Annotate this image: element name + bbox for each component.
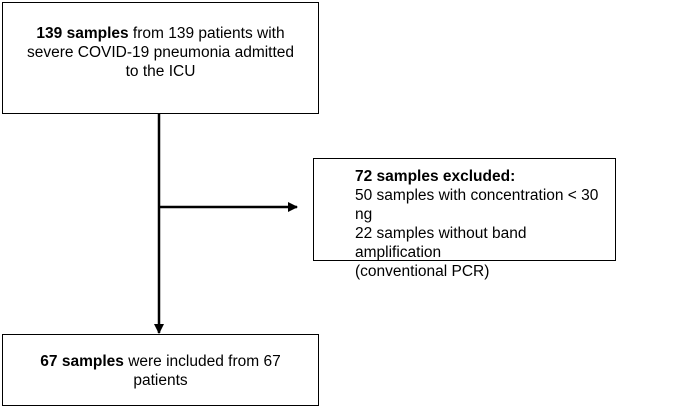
initial-samples-line-1: 139 samples from 139 patients with <box>11 24 310 43</box>
excluded-samples-box: 72 samples excluded: 50 samples with con… <box>313 158 616 280</box>
excluded-samples-title: 72 samples excluded: <box>355 167 605 186</box>
initial-samples-line-2: severe COVID-19 pneumonia admitted <box>26 44 295 61</box>
included-samples-box: 67 samples were included from 67 patient… <box>2 334 319 406</box>
excluded-reason-method: (conventional PCR) <box>355 263 490 280</box>
initial-samples-text-1: from 139 patients with <box>128 25 285 42</box>
initial-samples-line-3: to the ICU <box>125 63 196 80</box>
excluded-reason-concentration: 50 samples with concentration < 30 ng <box>355 187 599 223</box>
included-samples-text-1: were included from 67 <box>123 353 281 370</box>
included-samples-count: 67 samples <box>40 353 124 370</box>
initial-samples-count: 139 samples <box>36 25 129 42</box>
excluded-samples-count: 72 samples excluded: <box>355 168 516 185</box>
included-samples-line-1: 67 samples were included from 67 <box>11 352 310 371</box>
excluded-reason-amplification: 22 samples without band amplification <box>355 225 527 261</box>
included-samples-line-2: patients <box>133 372 188 389</box>
initial-samples-box: 139 samples from 139 patients with sever… <box>2 2 319 114</box>
